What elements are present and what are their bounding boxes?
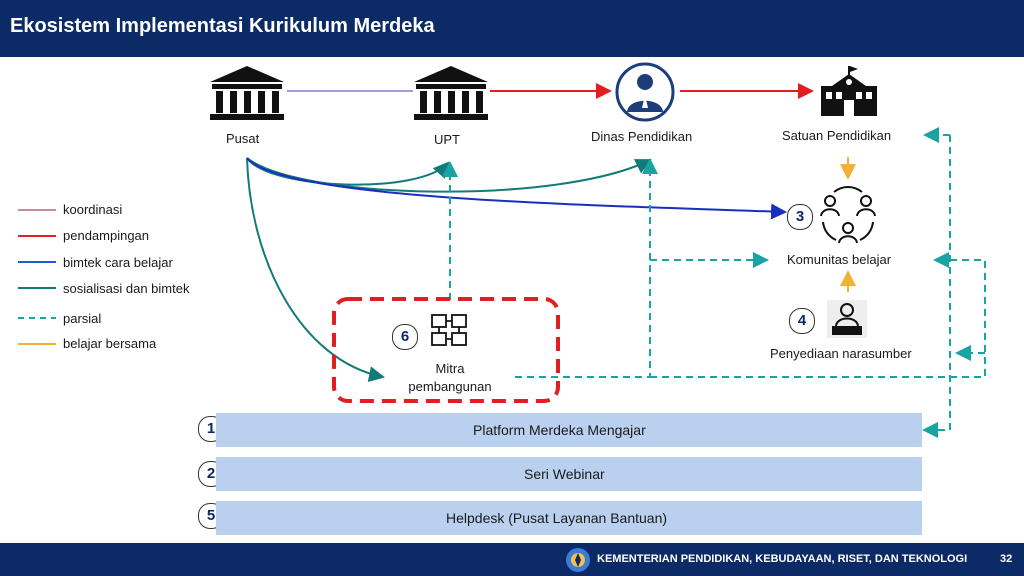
node-label-dinas: Dinas Pendidikan xyxy=(591,129,693,144)
node-label-mitra: Mitra pembangunan xyxy=(408,361,492,394)
node-label-pusat: Pusat xyxy=(226,131,260,146)
number-badge-4: 4 xyxy=(789,308,815,334)
webinar-label: Seri Webinar xyxy=(524,466,605,482)
speaker-icon xyxy=(827,300,867,338)
page-title: Ekosistem Implementasi Kurikulum Merdeka xyxy=(10,15,435,37)
page-number: 32 xyxy=(1000,553,1013,565)
platform-label: Platform Merdeka Mengajar xyxy=(473,422,646,438)
partnership-hands-icon xyxy=(431,314,467,346)
community-people-icon xyxy=(820,185,876,244)
webinar-band: Seri Webinar xyxy=(216,457,922,491)
node-label-narasumber: Penyediaan narasumber xyxy=(770,346,912,361)
parsial-satuan-platform xyxy=(922,135,951,438)
legend-parsial: parsial xyxy=(63,311,102,326)
sosialisasi-pusat-dinas xyxy=(246,157,652,193)
sosialisasi-pusat-upt xyxy=(246,157,450,186)
school-building-icon xyxy=(821,66,877,116)
number-badge-3: 3 xyxy=(787,204,813,230)
dinas-officer-icon xyxy=(615,62,675,122)
footer-bar: KEMENTERIAN PENDIDIKAN, KEBUDAYAAN, RISE… xyxy=(0,543,1024,576)
header-bar: Ekosistem Implementasi Kurikulum Merdeka xyxy=(0,0,1024,57)
sosialisasi-pusat-mitra xyxy=(246,157,385,383)
legend-sosialisasi: sosialisasi dan bimtek xyxy=(63,281,190,296)
number-badge-6: 6 xyxy=(392,324,418,350)
legend-bimtek: bimtek cara belajar xyxy=(63,255,173,270)
legend-lines xyxy=(18,209,56,345)
parsial-mitra-dinas xyxy=(515,158,658,378)
legend-koordinasi: koordinasi xyxy=(63,202,123,217)
upt-building-icon xyxy=(414,66,488,120)
node-label-satuan: Satuan Pendidikan xyxy=(782,128,892,143)
mitra-box xyxy=(332,297,560,403)
ministry-name: KEMENTERIAN PENDIDIKAN, KEBUDAYAAN, RISE… xyxy=(597,553,968,565)
ministry-logo-icon xyxy=(566,548,590,572)
legend-belajar-bersama: belajar bersama xyxy=(63,336,157,351)
legend-pendampingan: pendampingan xyxy=(63,228,150,243)
node-label-upt: UPT xyxy=(434,132,460,147)
helpdesk-band: Helpdesk (Pusat Layanan Bantuan) xyxy=(216,501,922,535)
node-label-komunitas: Komunitas belajar xyxy=(787,252,892,267)
helpdesk-label: Helpdesk (Pusat Layanan Bantuan) xyxy=(446,510,668,526)
pusat-building-icon xyxy=(210,66,284,120)
bimtek-pusat-komunitas xyxy=(246,157,787,220)
platform-band: Platform Merdeka Mengajar xyxy=(216,413,922,447)
